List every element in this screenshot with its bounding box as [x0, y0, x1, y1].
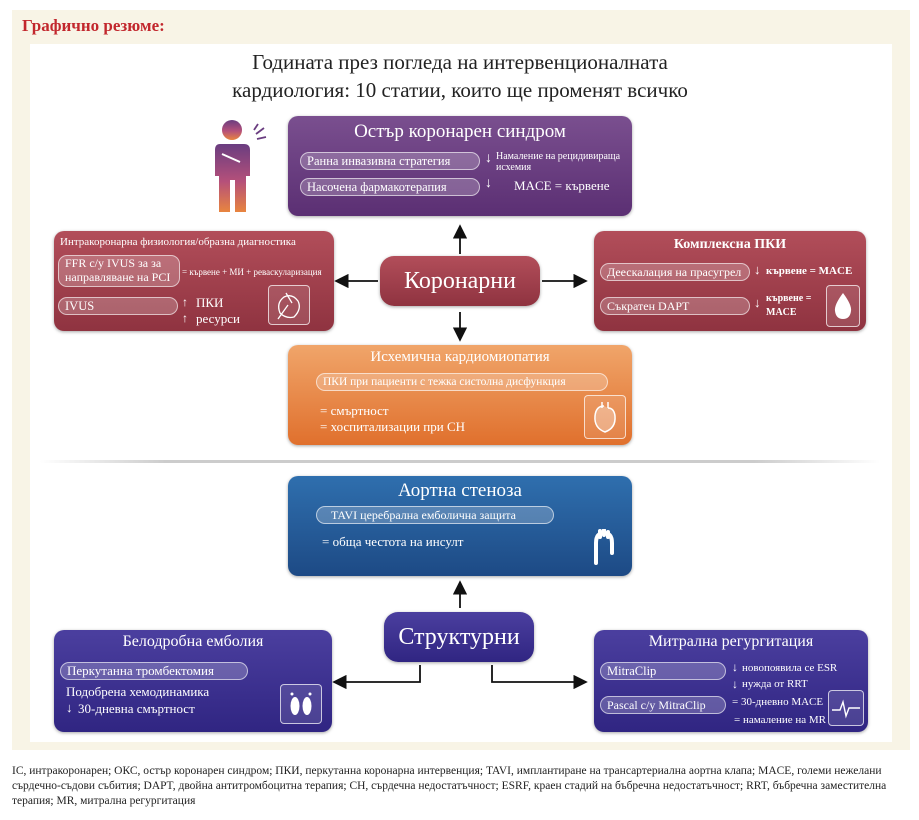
complex-pci-box: Комплексна ПКИ Деескалация на прасугрел … [594, 231, 866, 331]
ischemic-box: Исхемична кардиомиопатия ПКИ при пациент… [288, 345, 632, 445]
arrow-down-icon: ↓ [754, 295, 761, 310]
aorta-icon [582, 526, 622, 568]
pe-box: Белодробна емболия Перкутанна тромбектом… [54, 630, 332, 732]
pe-pill-thrombectomy: Перкутанна тромбектомия [60, 662, 248, 680]
mitral-result-2a: = 30-дневно MACE [732, 696, 824, 708]
aortic-box: Аортна стеноза TAVI церебрална емболична… [288, 476, 632, 576]
complex-result-2b: MACE [766, 307, 797, 318]
mitral-box: Митрална регургитация MitraClip ↓ новопо… [594, 630, 868, 732]
heart-anatomy-icon [584, 395, 626, 439]
title-line-2: кардиология: 10 статии, които ще променя… [232, 78, 688, 102]
physiology-result-resources: ресурси [196, 311, 240, 326]
acs-result-2: MACE = кървене [514, 178, 610, 193]
mitral-result-2b: = намаление на MR [734, 714, 827, 726]
physiology-result-pci: ПКИ [196, 295, 224, 310]
acs-result-1b: исхемия [496, 162, 532, 173]
ischemic-title: Исхемична кардиомиопатия [370, 349, 550, 365]
acs-pill-early-invasive: Ранна инвазивна стратегия [300, 152, 480, 170]
complex-title: Комплексна ПКИ [673, 237, 787, 252]
acs-pill-targeted-pharma: Насочена фармакотерапия [300, 178, 480, 196]
complex-pill-deescalation: Деескалация на прасугрел [600, 263, 750, 281]
arrow-down-icon: ↓ [485, 176, 492, 191]
blood-drop-icon [826, 285, 860, 327]
pe-title: Белодробна емболия [122, 633, 264, 650]
complex-pill-short-dapt: Съкратен DAPT [600, 297, 750, 315]
arrow-down-icon: ↓ [732, 677, 738, 691]
mitral-title: Митрална регургитация [648, 633, 814, 650]
arrow-up-icon: ↑ [182, 311, 188, 325]
pe-result-1: Подобрена хемодинамика [66, 684, 210, 699]
mitral-result-1a: новопоявила се ESR [742, 662, 838, 674]
physiology-result-1: = кървене + МИ + реваскуларизация [182, 267, 322, 277]
arrow-up-icon: ↑ [182, 295, 188, 309]
heart-cath-icon [268, 285, 310, 325]
complex-result-1: кървене = MACE [766, 265, 853, 277]
physiology-pill-ivus: IVUS [58, 297, 178, 315]
complex-result-2a: кървене = [766, 293, 812, 304]
mitral-pill-pascal: Pascal с/у MitraClip [600, 696, 726, 714]
physiology-title: Интракоронарна физиология/образна диагно… [60, 236, 296, 248]
ecg-icon [828, 690, 864, 726]
acs-box: Остър коронарен синдром Ранна инвазивна … [288, 116, 632, 216]
arrow-down-icon: ↓ [754, 262, 761, 277]
acs-result-1: Намаление на рецидивираща [496, 151, 621, 162]
arrow-down-icon: ↓ [66, 700, 73, 715]
structural-hub: Структурни [384, 612, 534, 662]
physiology-box: Интракоронарна физиология/образна диагно… [54, 231, 334, 331]
ischemic-pill: ПКИ при пациенти с тежка систолна дисфун… [316, 373, 608, 391]
ischemic-result-2: = хоспитализации при СН [320, 419, 466, 434]
feet-icon [280, 684, 322, 724]
arrow-to-pe [332, 665, 421, 690]
pill-line-2: направляване на PCI [65, 270, 171, 284]
aortic-pill-tavi: TAVI церебрална емболична защита [316, 506, 554, 524]
acs-title: Остър коронарен синдром [354, 121, 566, 142]
person-chest-pain-icon [210, 118, 270, 214]
mitral-pill-mitraclip: MitraClip [600, 662, 726, 680]
aortic-title: Аортна стеноза [398, 480, 522, 501]
heading: Графично резюме: [22, 16, 165, 35]
diagram-title: Годината през погледа на интервенционалн… [130, 48, 790, 104]
footnote: IC, интракоронарен; ОКС, остър коронарен… [12, 765, 887, 807]
aortic-result-1: = обща честота на инсулт [322, 534, 464, 549]
pill-line-1: FFR с/у IVUS за за [65, 256, 162, 270]
mitral-result-1b: нужда от RRT [742, 678, 808, 690]
arrow-to-mitral [491, 665, 588, 690]
section-divider [40, 460, 880, 463]
title-line-1: Годината през погледа на интервенционалн… [252, 50, 668, 74]
arrow-down-icon: ↓ [485, 151, 492, 166]
coronary-hub: Коронарни [380, 256, 540, 306]
pe-result-2: 30-дневна смъртност [78, 701, 195, 716]
physiology-pill-ffr-ivus: FFR с/у IVUS за за направляване на PCI [58, 255, 180, 287]
ischemic-result-1: = смъртност [320, 403, 389, 418]
arrow-down-icon: ↓ [732, 660, 738, 674]
